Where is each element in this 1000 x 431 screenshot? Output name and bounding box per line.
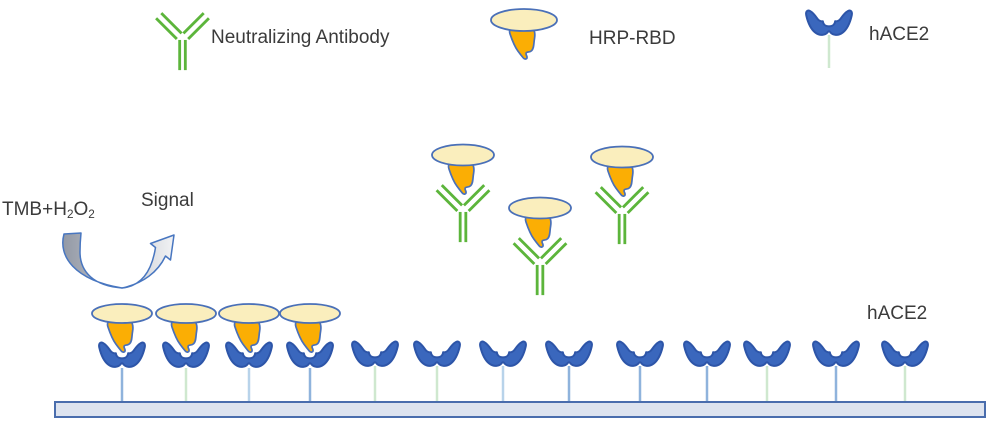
hrp-rbd-bound-to-hace2 [279, 303, 341, 368]
hrp-rbd-bound-to-hace2 [218, 303, 280, 368]
hrp-rbd-bound-to-hace2 [91, 303, 153, 368]
hrp-rbd-bound-to-hace2 [155, 303, 217, 368]
hace2-receptor [683, 340, 731, 367]
hace2-receptor [413, 340, 461, 367]
hace2-receptor [812, 340, 860, 367]
hace2-icon [804, 8, 854, 70]
hace2-receptor [881, 340, 929, 367]
neutralized-hrp-rbd-complex [508, 196, 572, 297]
tmb-substrate-label: TMB+H2O2 [2, 199, 95, 221]
legend-label-hrp-rbd: HRP-RBD [589, 28, 676, 49]
signal-label: Signal [141, 190, 194, 211]
neutralized-hrp-rbd-complex [431, 143, 495, 244]
hace2-receptor [743, 340, 791, 367]
hace2-receptor [351, 340, 399, 367]
legend-label-hace2: hACE2 [869, 24, 930, 45]
neutralized-hrp-rbd-complex [590, 145, 654, 246]
hrp-rbd-icon [489, 7, 561, 65]
hace2-receptor [545, 340, 593, 367]
legend-label-neutralizing-antibody: Neutralizing Antibody [211, 27, 390, 48]
plate-hace2-label: hACE2 [867, 303, 928, 324]
reaction-arrow-icon [62, 232, 175, 289]
hace2-receptor [616, 340, 664, 367]
hace2-receptor [479, 340, 527, 367]
microplate-well-surface [54, 401, 986, 418]
